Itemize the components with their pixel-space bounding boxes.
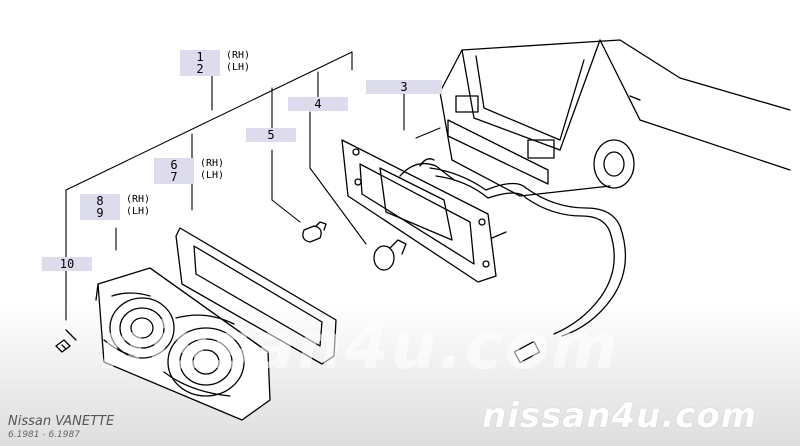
lamp-gasket xyxy=(175,227,337,365)
callout-7: 7 xyxy=(154,170,194,184)
side-lh-7: (LH) xyxy=(200,170,225,181)
side-lh-1: (LH) xyxy=(226,62,251,73)
callout-2: 2 xyxy=(180,62,220,76)
model-years: 6.1981 - 6.1987 xyxy=(8,430,80,440)
callout-10: 10 xyxy=(42,257,92,271)
side-rh-1: (RH) xyxy=(226,50,251,61)
side-lh-9: (LH) xyxy=(126,206,151,217)
leader-lines xyxy=(65,51,441,321)
watermark-center: nissan4u.com xyxy=(100,310,620,384)
side-rh-6: (RH) xyxy=(200,158,225,169)
callout-1: 1 xyxy=(180,50,220,64)
model-name: Nissan VANETTE xyxy=(8,414,115,429)
callout-3: 3 xyxy=(366,80,442,94)
lamp-lens xyxy=(95,267,271,421)
watermark-logo: nissan4u.com xyxy=(482,396,758,436)
callout-9: 9 xyxy=(80,206,120,220)
callout-6: 6 xyxy=(154,158,194,172)
lamp-housing xyxy=(341,139,507,283)
bulb-part-5 xyxy=(302,221,327,243)
callout-4: 4 xyxy=(288,97,348,111)
van-illustration xyxy=(439,39,791,197)
bulb-part-4 xyxy=(373,239,407,271)
wire-harness xyxy=(429,167,626,364)
screw-part-10 xyxy=(55,329,77,353)
side-rh-8: (RH) xyxy=(126,194,151,205)
callout-5: 5 xyxy=(246,128,296,142)
callout-8: 8 xyxy=(80,194,120,208)
